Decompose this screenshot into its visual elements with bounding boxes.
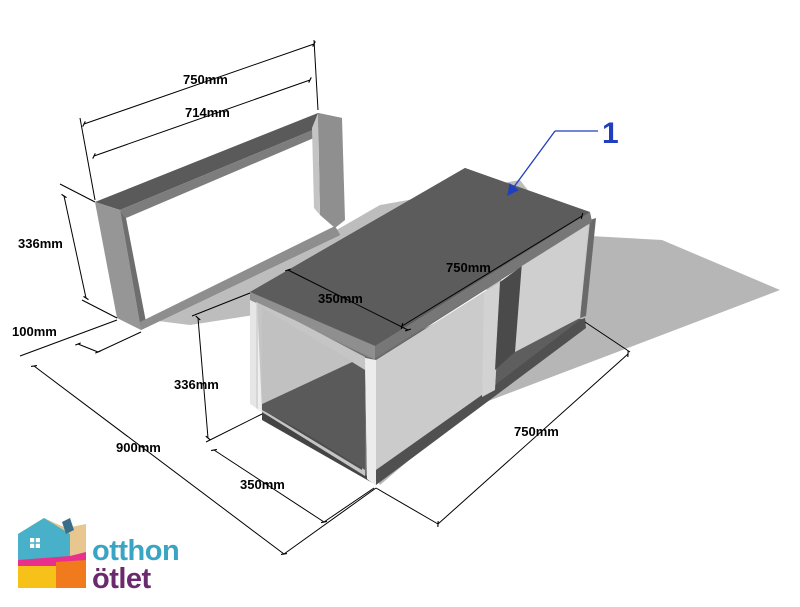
dim-line-frame-100 [75, 342, 101, 354]
frame-top-strip [95, 113, 342, 210]
label-frame-outer-width: 750mm [183, 72, 228, 87]
dim-line-box-336 [195, 315, 211, 441]
label-box-top-depth: 350mm [318, 291, 363, 306]
frame-left-inner [120, 210, 146, 330]
callout-1: 1 [507, 117, 619, 196]
label-frame-inner-width: 714mm [185, 105, 230, 120]
callout-number: 1 [602, 117, 619, 150]
dim-line-top-350 [285, 268, 411, 332]
label-frame-height: 336mm [18, 236, 63, 251]
otthon-otlet-logo: otthon ötlet [18, 518, 180, 595]
frame-left-end [95, 202, 141, 330]
frame-right-end [318, 113, 345, 228]
label-box-depth: 350mm [240, 477, 285, 492]
box-front-shelf [376, 290, 487, 470]
dimension-labels: 750mm 714mm 336mm 100mm 900mm 750mm 350m… [12, 72, 559, 492]
box-bottom-visible [262, 412, 376, 485]
box-near-post [365, 358, 376, 486]
frame-bottom-inner [140, 226, 340, 330]
logo-line1: otthon [92, 535, 179, 567]
frame-front-top [120, 118, 342, 218]
label-box-height: 336mm [174, 377, 219, 392]
dim-line-box-750 [437, 351, 629, 527]
label-box-top-length: 750mm [446, 260, 491, 275]
callout-arrow [507, 130, 556, 196]
dim-line-top-750 [400, 212, 584, 330]
dimension-lines [19, 39, 631, 555]
logo-house-icon [18, 518, 86, 588]
dim-line-box-350 [210, 448, 328, 524]
box-inside-dark [262, 362, 365, 470]
dim-line-frame-714 [92, 77, 312, 159]
label-total-length: 900mm [116, 440, 161, 455]
box-back-end-edge [580, 218, 596, 318]
dim-line-frame-336 [61, 193, 89, 301]
logo-line2: ötlet [92, 563, 152, 595]
label-frame-depth: 100mm [12, 324, 57, 339]
label-box-length: 750mm [514, 424, 559, 439]
frame-right-inner [312, 113, 320, 215]
